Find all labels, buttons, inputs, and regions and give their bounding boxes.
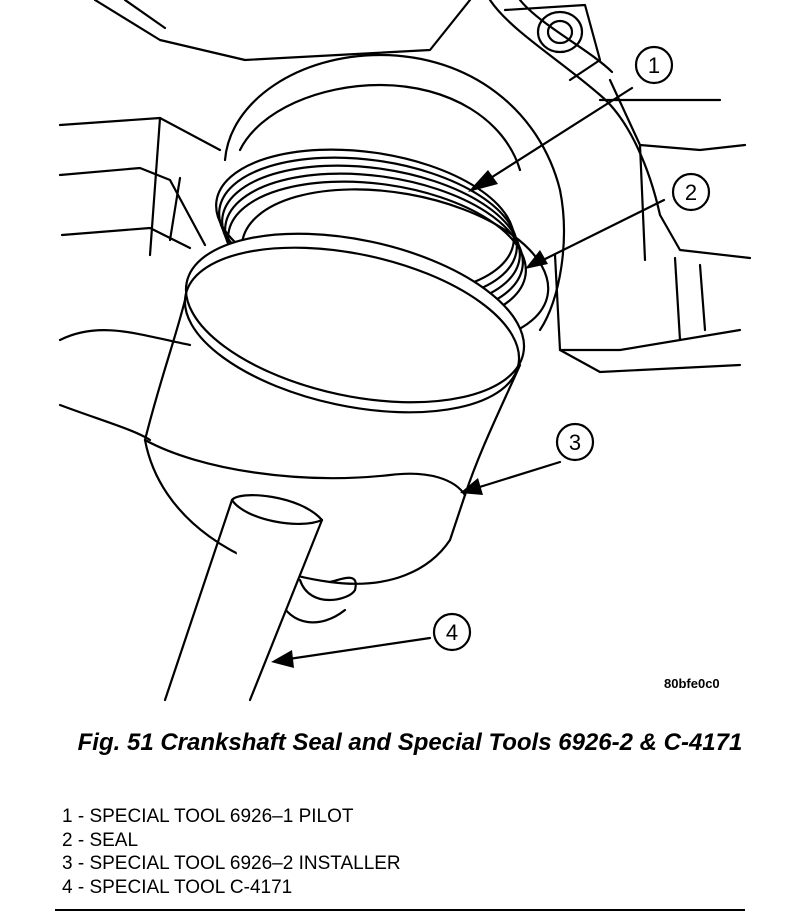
legend-item: 3 - SPECIAL TOOL 6926–2 INSTALLER <box>62 853 401 874</box>
legend-item: 2 - SEAL <box>62 829 139 851</box>
callout-number-4: 4 <box>446 620 458 645</box>
figure-caption: Fig. 51 Crankshaft Seal and Special Tool… <box>77 729 743 756</box>
legend-item: 1 - SPECIAL TOOL 6926–1 PILOT <box>62 806 354 827</box>
bottom-rule <box>55 909 745 911</box>
callout-circle-2 <box>671 172 711 212</box>
handle-tool <box>163 494 324 702</box>
crankshaft-seal-illustration: 1 2 3 4 <box>58 0 752 702</box>
callout-number-3: 3 <box>569 430 581 455</box>
legend-item: 4 - SPECIAL TOOL C-4171 <box>62 876 293 898</box>
arrowhead-1 <box>468 170 498 192</box>
arrowhead-4 <box>271 650 294 668</box>
hand <box>58 329 357 624</box>
arrowhead-2 <box>525 250 548 269</box>
callout-number-1: 1 <box>648 53 660 78</box>
installer-tool <box>143 232 526 585</box>
drawing-code: 80bfe0c0 <box>664 676 720 691</box>
engine-block <box>58 0 752 374</box>
callout-circle-1 <box>634 45 674 85</box>
callout-number-2: 2 <box>685 180 697 205</box>
arrowhead-3 <box>460 478 483 495</box>
callout-circle-3 <box>555 422 595 462</box>
crank-bore <box>223 53 565 332</box>
leader-lines <box>280 86 666 662</box>
legend-list: 1 - SPECIAL TOOL 6926–1 PILOT 2 - SEAL 3… <box>62 805 401 899</box>
callout-circle-4 <box>432 612 472 652</box>
